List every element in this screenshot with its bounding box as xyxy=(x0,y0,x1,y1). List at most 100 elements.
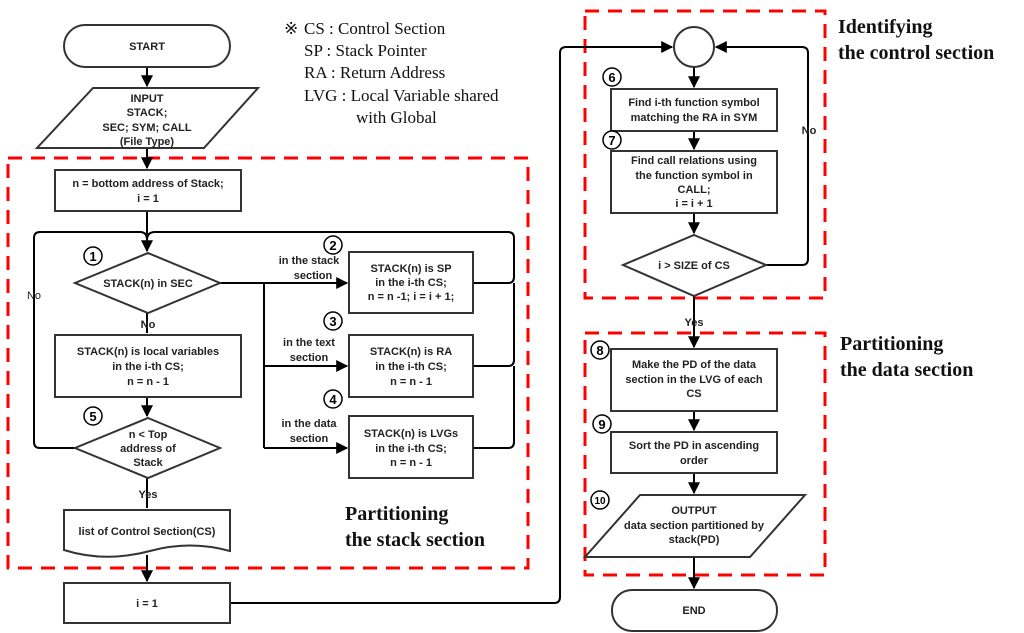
local-variables-process xyxy=(54,334,242,398)
ra-line: in the i-th CS; xyxy=(375,361,447,373)
ra-process xyxy=(348,334,474,398)
step-number: 1 xyxy=(89,249,96,264)
label-text-section: section xyxy=(290,352,329,364)
output-line: data section partitioned by xyxy=(624,520,765,532)
decision-label: i > SIZE of CS xyxy=(658,260,730,272)
decision-line: Stack xyxy=(133,457,163,469)
init-process xyxy=(54,169,242,212)
find-call-line: Find call relations using xyxy=(631,155,757,167)
legend-lvg-cont: with Global xyxy=(356,108,437,127)
find-sym-line: Find i-th function symbol xyxy=(628,97,759,109)
list-label: list of Control Section(CS) xyxy=(79,526,216,538)
sp-line: in the i-th CS; xyxy=(375,277,447,289)
input-line: SEC; SYM; CALL xyxy=(102,122,192,134)
step-number: 6 xyxy=(608,70,615,85)
label-stack-section: section xyxy=(294,270,333,282)
legend-symbol: ※ xyxy=(284,19,298,38)
make-pd-line: section in the LVG of each xyxy=(625,374,763,386)
end-label: END xyxy=(682,605,705,617)
output-line: OUTPUT xyxy=(671,505,717,517)
legend-ra: RA : Return Address xyxy=(304,63,445,82)
output-line: stack(PD) xyxy=(669,534,720,546)
lvg-line: n = n - 1 xyxy=(390,457,432,469)
step-number: 3 xyxy=(329,314,336,329)
legend-sp: SP : Stack Pointer xyxy=(304,41,427,60)
local-line: in the i-th CS; xyxy=(112,361,184,373)
label-yes: Yes xyxy=(139,489,158,501)
start-terminal xyxy=(63,24,231,68)
step-number: 8 xyxy=(596,343,603,358)
label-text-section: in the text xyxy=(283,337,335,349)
lvg-line: in the i-th CS; xyxy=(375,443,447,455)
make-pd-line: CS xyxy=(686,388,701,400)
find-call-line: CALL; xyxy=(678,184,711,196)
heading-stack-2: the stack section xyxy=(345,529,485,551)
label-no-loop: No xyxy=(27,290,41,302)
heading-stack-1: Partitioning xyxy=(345,503,448,525)
init-line: i = 1 xyxy=(137,193,159,205)
connectors xyxy=(33,41,809,604)
local-line: STACK(n) is local variables xyxy=(77,346,219,358)
output-node xyxy=(582,494,808,558)
step-number: 9 xyxy=(598,417,605,432)
input-line: INPUT xyxy=(131,93,164,105)
i1-label: i = 1 xyxy=(136,598,158,610)
ra-line: n = n - 1 xyxy=(390,376,432,388)
decision-top-address xyxy=(72,416,223,480)
label-no-right: No xyxy=(802,125,817,137)
heading-data-2: the data section xyxy=(840,359,973,381)
sort-pd-line: Sort the PD in ascending xyxy=(629,440,759,452)
label-data-section: section xyxy=(290,433,329,445)
find-symbol-process xyxy=(610,88,778,132)
sp-process xyxy=(348,251,474,314)
input-node xyxy=(34,87,261,149)
decision-stack-in-sec xyxy=(72,251,223,315)
input-line: (File Type) xyxy=(120,136,175,148)
input-line: STACK; xyxy=(127,107,168,119)
lvg-process xyxy=(348,415,474,479)
label-data-section: in the data xyxy=(281,418,337,430)
decision-line: address of xyxy=(120,443,176,455)
section-border-stack xyxy=(6,156,530,570)
find-call-line: i = i + 1 xyxy=(675,198,712,210)
init-line: n = bottom address of Stack; xyxy=(72,178,223,190)
legend-cs: CS : Control Section xyxy=(304,19,446,38)
decision-line: n < Top xyxy=(129,429,168,441)
start-label: START xyxy=(129,41,165,53)
sp-line: STACK(n) is SP xyxy=(370,263,451,275)
sort-pd-line: order xyxy=(680,455,709,467)
label-no-down: No xyxy=(141,319,156,331)
decision-size-of-cs xyxy=(620,233,769,298)
step-numbers: 1 2 3 4 5 6 7 8 9 10 xyxy=(83,67,622,510)
label-yes-size: Yes xyxy=(685,317,704,329)
step-number: 10 xyxy=(594,496,606,507)
legend: ※ CS : Control Section SP : Stack Pointe… xyxy=(284,19,499,127)
make-pd-line: Make the PD of the data xyxy=(632,359,757,371)
list-document xyxy=(63,509,231,558)
sp-line: n = n -1; i = i + 1; xyxy=(368,291,455,303)
find-call-line: the function symbol in xyxy=(635,170,753,182)
legend-lvg: LVG : Local Variable shared xyxy=(304,86,499,105)
lvg-line: STACK(n) is LVGs xyxy=(364,428,458,440)
find-sym-line: matching the RA in SYM xyxy=(631,112,758,124)
step-number: 4 xyxy=(329,392,337,407)
i-equals-1-process xyxy=(63,582,231,624)
make-pd-process xyxy=(610,348,778,412)
step-number: 7 xyxy=(608,133,615,148)
section-border-data xyxy=(583,331,827,577)
step-number: 2 xyxy=(329,238,336,253)
heading-control-2: the control section xyxy=(838,42,994,64)
connector-circle xyxy=(673,26,715,68)
heading-data-1: Partitioning xyxy=(840,333,943,355)
label-stack-section: in the stack xyxy=(279,255,340,267)
local-line: n = n - 1 xyxy=(127,376,169,388)
find-call-process xyxy=(610,150,778,214)
decision-label: STACK(n) in SEC xyxy=(103,278,193,290)
section-border-control xyxy=(583,9,827,300)
end-terminal xyxy=(611,589,778,632)
sort-pd-process xyxy=(610,431,778,474)
heading-control-1: Identifying xyxy=(838,16,932,38)
ra-line: STACK(n) is RA xyxy=(370,346,452,358)
step-number: 5 xyxy=(89,409,96,424)
